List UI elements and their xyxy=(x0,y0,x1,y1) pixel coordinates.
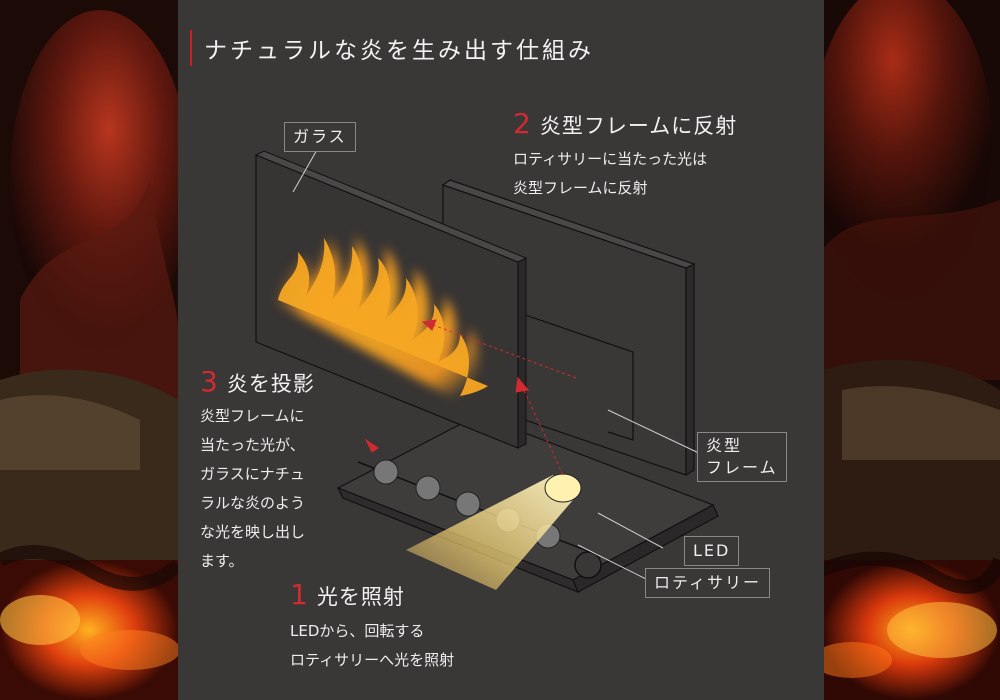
step-3-description: 炎型フレームに 当たった光が、 ガラスにナチュ ラルな炎のよう な光を映し出し … xyxy=(200,402,305,576)
page-title: ナチュラルな炎を生み出す仕組み xyxy=(204,38,594,64)
step-3-line: ラルな炎のよう xyxy=(200,494,306,512)
step-2-line: ロティサリーに当たった光は xyxy=(513,150,708,168)
leader-lines xyxy=(292,147,704,581)
step-3-line: ます。 xyxy=(200,552,244,570)
step-2-heading: 2 炎型フレームに反射 xyxy=(513,107,737,140)
step-1-line: LEDから、回転する xyxy=(290,622,425,640)
step-3-number: 3 xyxy=(200,365,219,398)
step-1-description: LEDから、回転する ロティサリーへ光を照射 xyxy=(290,617,454,675)
step-3-line: な光を映し出し xyxy=(200,523,306,541)
step-1-number: 1 xyxy=(290,578,309,611)
step-3-heading: 3 炎を投影 xyxy=(200,365,315,398)
step-2-title: 炎型フレームに反射 xyxy=(539,114,738,138)
step-2-number: 2 xyxy=(513,107,532,140)
step-1-heading: 1 光を照射 xyxy=(290,578,405,611)
step-3-line: 当たった光が、 xyxy=(200,436,305,454)
step-3-title: 炎を投影 xyxy=(226,372,315,396)
label-flame-frame-line1: 炎型 xyxy=(706,436,743,455)
step-1-title: 光を照射 xyxy=(316,585,405,609)
step-3-line: 炎型フレームに xyxy=(200,407,305,425)
projected-flame xyxy=(270,222,501,420)
reflection-arrows xyxy=(364,319,577,476)
label-led: LED xyxy=(684,536,740,566)
step-1-line: ロティサリーへ光を照射 xyxy=(290,651,455,669)
label-rotisserie: ロティサリー xyxy=(645,568,771,598)
fire-background-right xyxy=(822,0,1000,700)
led-light-beam xyxy=(406,473,582,590)
label-glass: ガラス xyxy=(284,122,356,152)
fire-background-left xyxy=(0,0,178,700)
step-2-description: ロティサリーに当たった光は 炎型フレームに反射 xyxy=(513,145,707,203)
step-2-line: 炎型フレームに反射 xyxy=(513,179,648,197)
step-3-line: ガラスにナチュ xyxy=(200,465,305,483)
mechanism-diagram xyxy=(254,147,719,594)
label-flame-frame-line2: フレーム xyxy=(706,458,778,477)
title-block: ナチュラルな炎を生み出す仕組み xyxy=(190,30,594,66)
label-flame-frame: 炎型 フレーム xyxy=(697,432,787,482)
